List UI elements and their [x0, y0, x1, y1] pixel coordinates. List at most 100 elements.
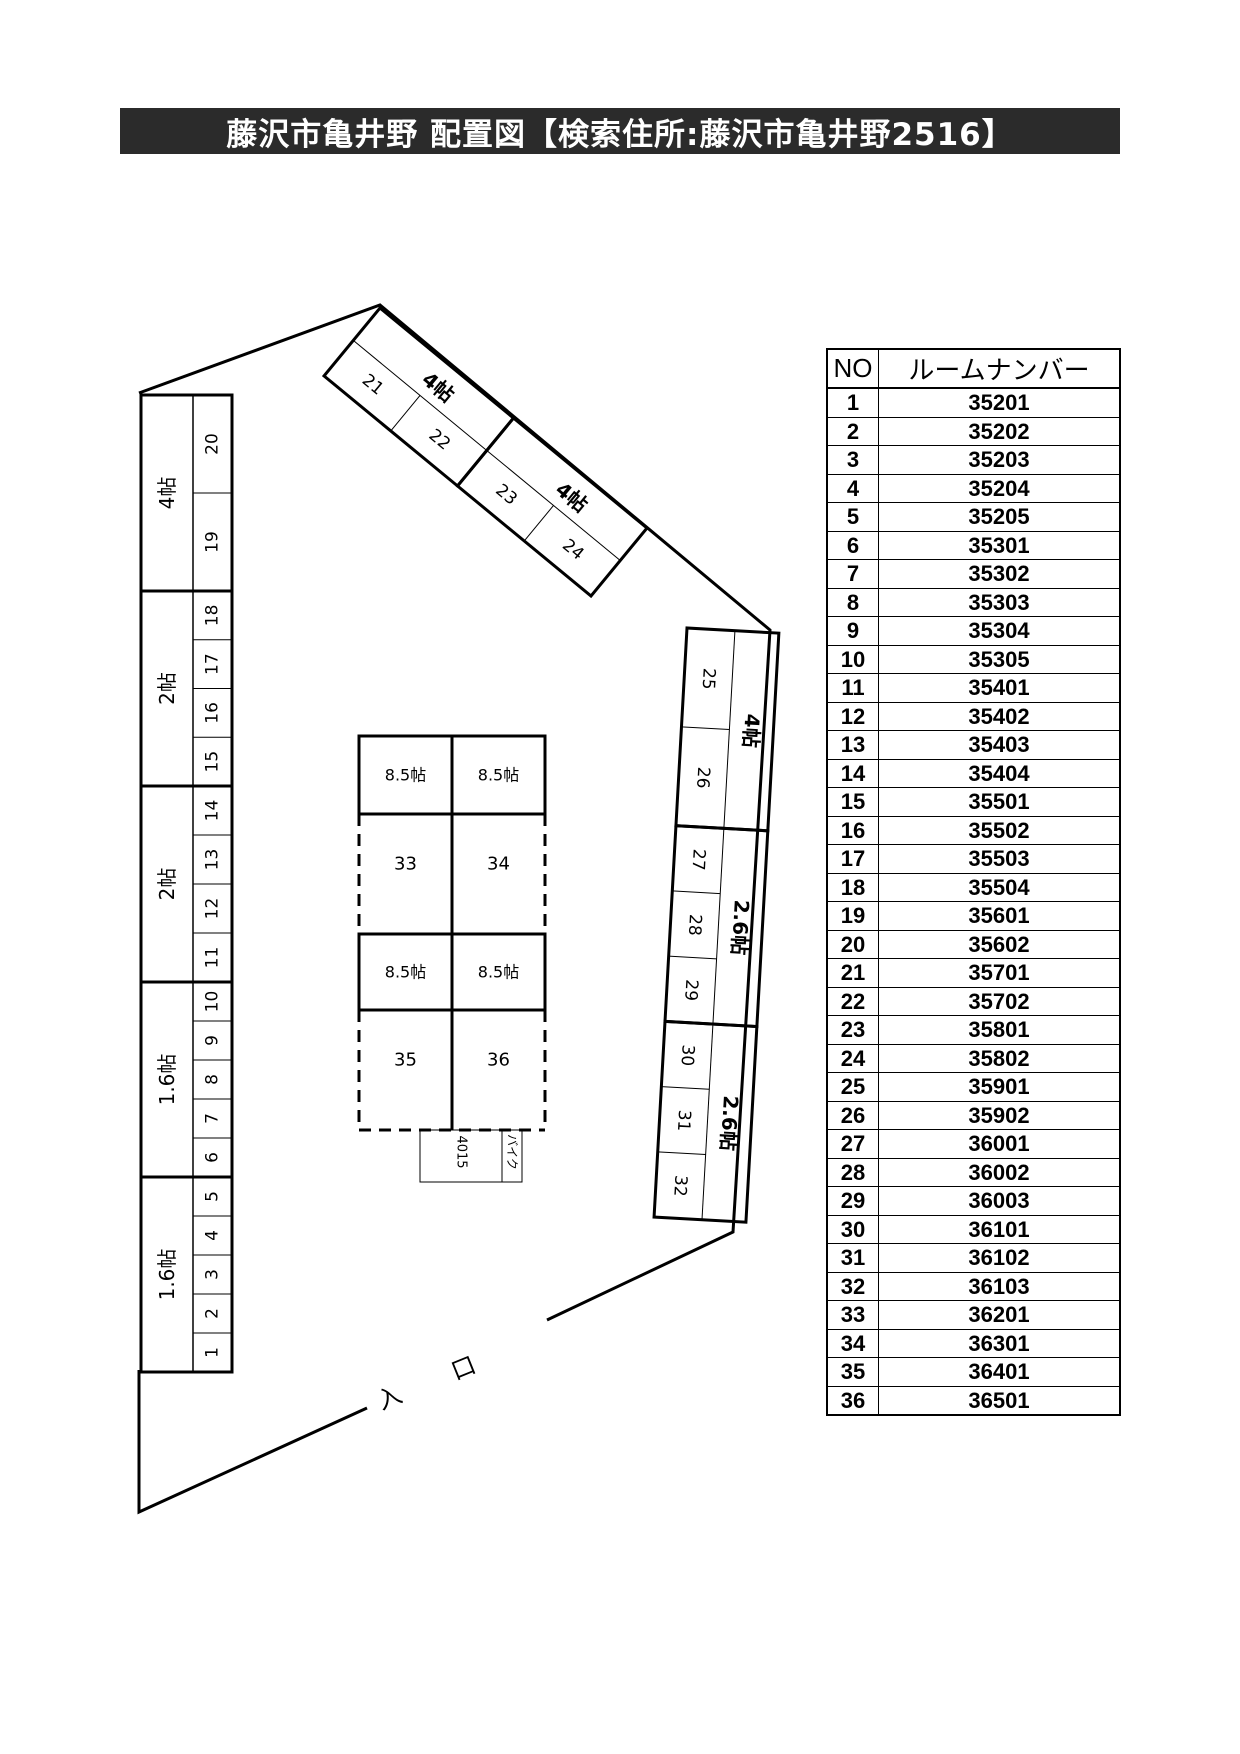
- unit-divider: [661, 1086, 710, 1090]
- unit-number: 17: [203, 653, 223, 675]
- unit-number: 14: [203, 800, 223, 822]
- cell-no: 31: [826, 1243, 879, 1273]
- cell-no: 25: [826, 1072, 879, 1102]
- cell-room-number: 35301: [878, 530, 1121, 560]
- cell-no: 6: [826, 530, 879, 560]
- cell-no: 28: [826, 1157, 879, 1187]
- block-size-label: 4帖: [155, 477, 179, 510]
- cell-no: 12: [826, 701, 879, 731]
- unit-number: 13: [203, 849, 223, 871]
- bike-label: バイク: [505, 1134, 519, 1170]
- cell-room-number: 35901: [878, 1072, 1121, 1102]
- unit-number: 1: [203, 1347, 223, 1358]
- block-size-label: 4帖: [551, 477, 592, 517]
- page-title: 藤沢市亀井野 配置図【検索住所:藤沢市亀井野2516】: [120, 108, 1120, 154]
- unit-number: 34: [487, 854, 510, 875]
- cell-no: 16: [826, 815, 879, 845]
- cell-room-number: 36401: [878, 1357, 1121, 1387]
- cell-no: 18: [826, 872, 879, 902]
- unit-number: 32: [669, 1174, 690, 1197]
- unit-number: 10: [203, 991, 223, 1013]
- cell-no: 15: [826, 787, 879, 817]
- unit-divider: [681, 726, 730, 731]
- unit-number: 16: [203, 702, 223, 724]
- cell-room-number: 36501: [878, 1385, 1121, 1416]
- unit-number: 25: [698, 667, 719, 690]
- unit-number: 36: [487, 1050, 510, 1071]
- block-size-label: 4帖: [738, 713, 764, 748]
- cell-room-number: 35303: [878, 587, 1121, 617]
- cell-no: 17: [826, 844, 879, 874]
- block-size-label: 1.6帖: [155, 1249, 179, 1301]
- cell-no: 3: [826, 445, 879, 475]
- cell-no: 2: [826, 416, 879, 446]
- cell-room-number: 35601: [878, 901, 1121, 931]
- cell-room-number: 35801: [878, 1015, 1121, 1045]
- unit-divider: [672, 890, 721, 895]
- block-divider: [486, 450, 621, 561]
- cell-no: 21: [826, 958, 879, 988]
- cell-no: 33: [826, 1300, 879, 1330]
- unit-number: 5: [203, 1191, 223, 1202]
- unit-number: 30: [677, 1044, 698, 1067]
- cell-room-number: 35501: [878, 787, 1121, 817]
- cell-room-number: 35504: [878, 872, 1121, 902]
- cell-room-number: 35502: [878, 815, 1121, 845]
- unit-number: 7: [203, 1113, 223, 1124]
- unit-number: 15: [203, 751, 223, 773]
- cell-no: 13: [826, 730, 879, 760]
- cell-room-number: 35305: [878, 644, 1121, 674]
- block-divider: [352, 340, 488, 451]
- small-box-label: 4015: [454, 1135, 469, 1168]
- cell-room-number: 35201: [878, 387, 1121, 418]
- column-header-room-number: ルームナンバー: [878, 348, 1121, 389]
- cell-room-number: 36102: [878, 1243, 1121, 1273]
- unit-number: 20: [203, 433, 223, 455]
- cell-no: 4: [826, 473, 879, 503]
- left-block: [139, 1175, 234, 1374]
- cell-no: 10: [826, 644, 879, 674]
- entrance-label: 入 口: [373, 1342, 502, 1416]
- cell-room-number: 35304: [878, 616, 1121, 646]
- unit-number: 27: [687, 848, 708, 871]
- unit-number: 18: [203, 605, 223, 627]
- cell-no: 32: [826, 1271, 879, 1301]
- unit-number: 19: [203, 531, 223, 553]
- cell-room-number: 35205: [878, 502, 1121, 532]
- cell-room-number: 35203: [878, 445, 1121, 475]
- cell-no: 7: [826, 559, 879, 589]
- cell-room-number: 35702: [878, 986, 1121, 1016]
- cell-room-number: 36002: [878, 1157, 1121, 1187]
- cell-no: 24: [826, 1043, 879, 1073]
- cell-no: 8: [826, 587, 879, 617]
- block-size-label: 2.6帖: [716, 1095, 743, 1152]
- unit-number: 33: [394, 854, 417, 875]
- unit-number: 26: [692, 766, 713, 789]
- cell-no: 5: [826, 502, 879, 532]
- unit-number: 29: [680, 979, 701, 1002]
- unit-number: 11: [203, 947, 223, 969]
